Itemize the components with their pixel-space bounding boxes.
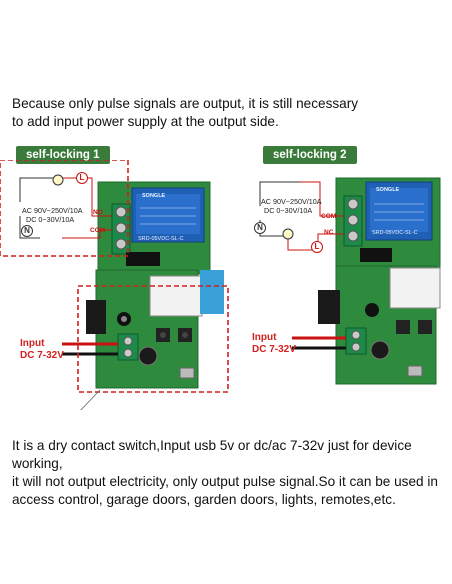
left-relay-model: SRD-05VDC-SL-C xyxy=(138,236,184,242)
self-locking-1-tag: self-locking 1 xyxy=(16,146,110,164)
right-input-voltage: DC 7-32V xyxy=(252,344,296,355)
right-input-label: Input DC 7-32V xyxy=(252,332,296,356)
top-note: Because only pulse signals are output, i… xyxy=(12,95,442,131)
left-neutral-symbol: N xyxy=(21,225,33,237)
left-input-label: Input DC 7-32V xyxy=(20,338,64,362)
right-ac-rating: AC 90V~250V/10A xyxy=(261,197,322,206)
left-com-label: COM xyxy=(90,227,106,234)
bottom-note: It is a dry contact switch,Input usb 5v … xyxy=(12,437,452,509)
right-board xyxy=(259,177,441,385)
bottom-note-line-1: It is a dry contact switch,Input usb 5v … xyxy=(12,438,412,471)
right-relay-brand: SONGLE xyxy=(376,187,400,193)
right-nc-label: NC xyxy=(324,229,334,236)
left-relay-brand: SONGLE xyxy=(142,193,166,199)
top-note-line-1: Because only pulse signals are output, i… xyxy=(12,96,359,111)
left-input-voltage: DC 7-32V xyxy=(20,350,64,361)
left-dc-rating: DC 0~30V/10A xyxy=(26,215,75,224)
left-board xyxy=(0,160,229,410)
left-no-label: NO xyxy=(93,209,103,216)
right-neutral-symbol: N xyxy=(254,222,266,234)
self-locking-2-tag: self-locking 2 xyxy=(263,146,357,164)
bottom-note-line-3: access control, garage doors, garden doo… xyxy=(12,492,396,507)
right-com-label: COM xyxy=(321,213,337,220)
right-live-symbol: L xyxy=(311,241,323,253)
wiring-illustration xyxy=(0,160,441,410)
left-ac-rating: AC 90V~250V/10A xyxy=(22,206,83,215)
right-dc-rating: DC 0~30V/10A xyxy=(264,206,313,215)
right-relay-model: SRD-05VDC-SL-C xyxy=(372,230,418,236)
left-live-symbol: L xyxy=(76,172,88,184)
right-input-text: Input xyxy=(252,332,277,343)
top-note-line-2: to add input power supply at the output … xyxy=(12,114,279,129)
bottom-note-line-2: it will not output electricity, only out… xyxy=(12,474,438,489)
left-input-text: Input xyxy=(20,338,45,349)
